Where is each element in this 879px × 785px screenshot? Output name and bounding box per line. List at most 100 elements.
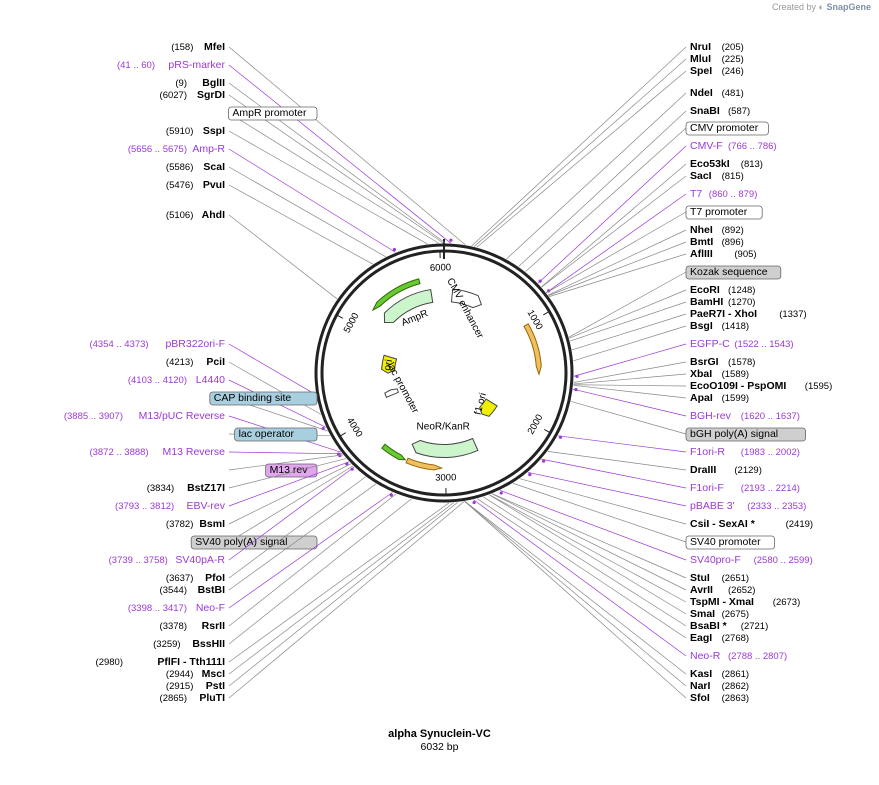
label-number: (1578) bbox=[728, 357, 755, 368]
map-label-neo-f: Neo-F(3398 .. 3417) bbox=[128, 602, 225, 614]
primer-marker bbox=[575, 374, 579, 378]
label-number: (5586) bbox=[166, 162, 193, 173]
map-label-bsgi: BsgI(1418) bbox=[690, 320, 749, 332]
leader-line bbox=[573, 361, 687, 383]
leader-line bbox=[228, 451, 343, 455]
leader-line bbox=[228, 492, 393, 609]
label-name: MluI bbox=[690, 53, 711, 65]
label-number: (766 .. 786) bbox=[728, 141, 777, 152]
label-number: (892) bbox=[722, 225, 744, 236]
leader-line bbox=[228, 458, 347, 489]
label-number: (815) bbox=[722, 171, 744, 182]
leader-line bbox=[228, 454, 344, 471]
map-label-bmti: BmtI(896) bbox=[690, 236, 744, 248]
leader-line bbox=[228, 130, 428, 245]
label-number: (2788 .. 2807) bbox=[728, 651, 787, 662]
leader-line bbox=[476, 70, 687, 248]
label-name: SgrDI bbox=[197, 89, 225, 101]
primer-marker bbox=[499, 491, 503, 495]
map-label-ahdi: AhdI(5106) bbox=[166, 209, 225, 221]
map-label-pcii: PciI(4213) bbox=[166, 356, 225, 368]
map-label-csii-sexai: CsiI - SexAI *(2419) bbox=[690, 518, 813, 530]
leader-line bbox=[228, 214, 338, 300]
label-number: (3834) bbox=[147, 483, 174, 494]
label-name: ScaI bbox=[203, 161, 225, 173]
label-number: (205) bbox=[722, 42, 744, 53]
map-label-bsshii: BssHII(3259) bbox=[153, 638, 225, 650]
label-number: (2721) bbox=[741, 621, 768, 632]
label-number: (2675) bbox=[722, 609, 749, 620]
label-box bbox=[265, 463, 318, 478]
label-name: StuI bbox=[690, 572, 710, 584]
label-name: BsgI bbox=[690, 320, 713, 332]
leader-line bbox=[570, 401, 687, 435]
leader-line bbox=[573, 343, 687, 377]
map-label-pflfi-tth111i: PflFI - Tth111I(2980) bbox=[96, 656, 226, 668]
tick-mark bbox=[543, 428, 550, 433]
leader-line bbox=[573, 384, 687, 387]
map-label-rsrii: RsrII(3378) bbox=[160, 620, 226, 632]
leader-line bbox=[228, 463, 352, 525]
leader-line bbox=[506, 92, 687, 260]
label-number: (2333 .. 2353) bbox=[747, 501, 806, 512]
map-label-ndei: NdeI(481) bbox=[690, 87, 744, 99]
label-name: KasI bbox=[690, 668, 712, 680]
label-box bbox=[685, 265, 782, 280]
leader-line bbox=[547, 451, 687, 471]
map-label-spei: SpeI(246) bbox=[690, 65, 744, 77]
primer-marker bbox=[389, 493, 393, 497]
leader-line bbox=[519, 478, 687, 525]
label-box bbox=[685, 205, 763, 220]
label-name: F1ori-R bbox=[690, 446, 725, 458]
map-label-snabi: SnaBI(587) bbox=[690, 105, 750, 117]
leader-line bbox=[573, 373, 687, 385]
label-name: SspI bbox=[203, 125, 225, 137]
label-box-text: lac operator bbox=[239, 428, 295, 440]
map-label-cap-binding-site: CAP binding site bbox=[209, 391, 318, 406]
leader-line bbox=[483, 496, 687, 627]
feature-label-neor-kanr: NeoR/KanR bbox=[417, 422, 470, 433]
label-name: BamHI bbox=[690, 296, 723, 308]
leader-line bbox=[557, 435, 687, 453]
map-label-bgh-poly-a-signal: bGH poly(A) signal bbox=[685, 427, 806, 442]
snapgene-logo-icon: ◐ bbox=[818, 2, 824, 12]
label-name: SmaI bbox=[690, 608, 715, 620]
map-label-sv40pa-r: SV40pA-R(3739 .. 3758) bbox=[109, 554, 226, 566]
label-name: PciI bbox=[206, 356, 225, 368]
label-number: (2419) bbox=[786, 519, 813, 530]
map-label-sspi: SspI(5910) bbox=[166, 125, 225, 137]
label-number: (2865) bbox=[160, 693, 187, 704]
feature-cmv-enhancer bbox=[450, 288, 483, 309]
label-number: (41 .. 60) bbox=[117, 60, 155, 71]
leader-line bbox=[548, 241, 687, 296]
label-number: (2980) bbox=[96, 657, 123, 668]
label-name: BGH-rev bbox=[690, 410, 732, 422]
leader-line bbox=[569, 301, 687, 342]
primer-marker bbox=[542, 459, 546, 463]
label-name: TspMI - XmaI bbox=[690, 596, 754, 608]
label-number: (3398 .. 3417) bbox=[128, 603, 187, 614]
tick-label: 4000 bbox=[344, 416, 364, 440]
map-label-prs-marker: pRS-marker(41 .. 60) bbox=[117, 59, 226, 71]
label-name: BstZ17I bbox=[187, 482, 225, 494]
label-box-text: Kozak sequence bbox=[690, 266, 768, 278]
label-number: (5656 .. 5675) bbox=[128, 144, 187, 155]
map-label-cmv-f: CMV-F(766 .. 786) bbox=[690, 140, 777, 152]
primer-marker bbox=[392, 248, 396, 252]
map-label-bamhi: BamHI(1270) bbox=[690, 296, 755, 308]
map-label-scai: ScaI (5586) bbox=[166, 161, 225, 173]
label-number: (246) bbox=[722, 66, 744, 77]
map-label-ampr-promoter: AmpR promoter bbox=[227, 106, 318, 121]
label-box-text: CAP binding site bbox=[214, 392, 292, 404]
label-box-text: SV40 poly(A) signal bbox=[195, 536, 287, 548]
backbone-outer-ring bbox=[314, 243, 574, 503]
leader-line bbox=[228, 466, 355, 561]
label-number: (4103 .. 4120) bbox=[128, 375, 187, 386]
label-number: (1522 .. 1543) bbox=[734, 339, 793, 350]
map-label-paer7i-xhoi: PaeR7I - XhoI(1337) bbox=[690, 308, 807, 320]
label-number: (1248) bbox=[728, 285, 755, 296]
label-box bbox=[234, 427, 318, 442]
label-name: NheI bbox=[690, 224, 713, 236]
label-name: pBR322ori-F bbox=[165, 338, 225, 350]
leader-line bbox=[527, 472, 687, 507]
